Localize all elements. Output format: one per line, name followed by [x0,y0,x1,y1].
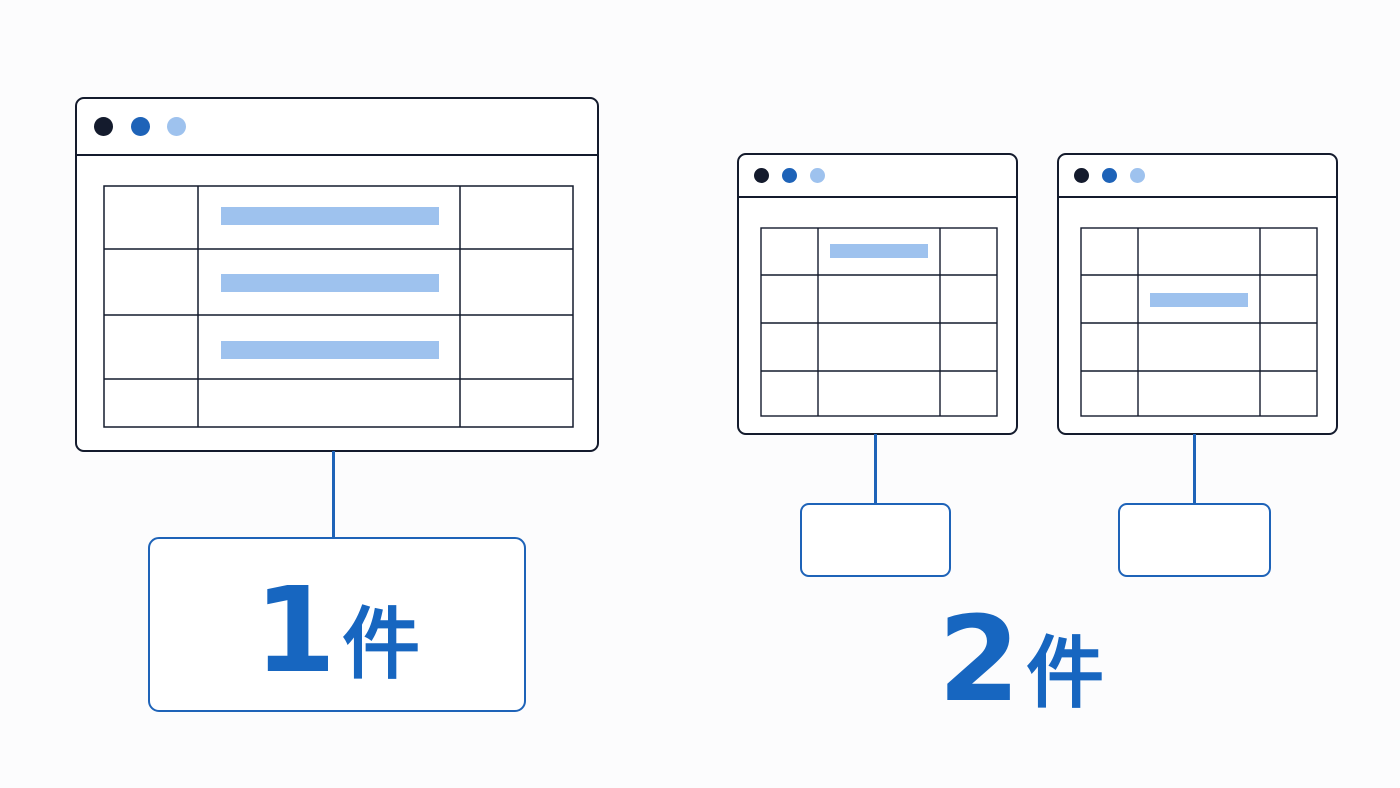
highlighted-cell-bar [221,341,439,359]
window-title-bar [1059,155,1336,198]
table-border [103,185,574,428]
right-count-unit: 件 [1026,629,1105,719]
right-connector-line-1 [874,434,877,505]
left-count-box: 1件 [148,537,526,712]
window-dot-dark-icon [1074,168,1089,183]
window-dot-dark-icon [94,117,113,136]
highlighted-cell-bar [830,244,928,258]
large-browser-window [75,97,599,452]
right-count-label: 2件 [938,600,1104,718]
window-dot-light-icon [1130,168,1145,183]
right-connector-line-2 [1193,434,1196,505]
window-dot-light-icon [810,168,825,183]
right-empty-box-2 [1118,503,1271,577]
window-title-bar [77,99,597,156]
window-dot-blue-icon [1102,168,1117,183]
window-title-bar [739,155,1016,198]
highlighted-cell-bar [221,274,439,292]
table-border [760,227,998,417]
left-count-label: 1件 [254,571,420,689]
table-grid [760,227,998,417]
highlighted-cell-bar [221,207,439,225]
table-grid [1080,227,1318,417]
right-empty-box-1 [800,503,951,577]
small-browser-window-2 [1057,153,1338,435]
left-connector-line [332,451,335,539]
table-border [1080,227,1318,417]
window-dot-blue-icon [131,117,150,136]
table-grid [103,185,574,428]
window-dot-blue-icon [782,168,797,183]
highlighted-cell-bar [1150,293,1248,307]
small-browser-window-1 [737,153,1018,435]
window-dot-dark-icon [754,168,769,183]
left-count-unit: 件 [342,600,421,690]
left-count-number: 1 [254,561,337,699]
window-dot-light-icon [167,117,186,136]
right-count-number: 2 [938,590,1021,728]
